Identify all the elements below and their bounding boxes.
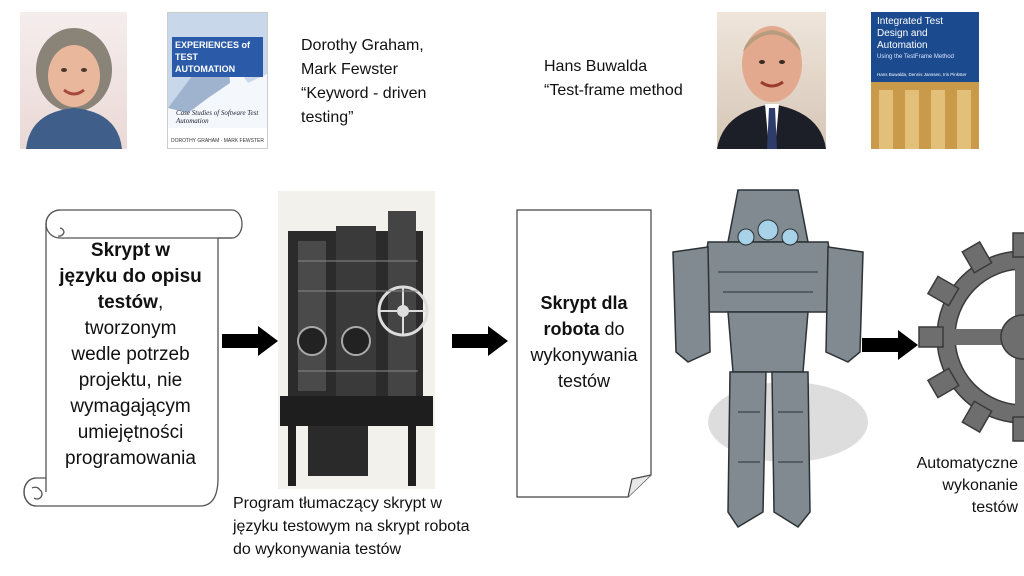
machine-caption: Program tłumaczący skrypt w języku testo… (233, 492, 533, 561)
caption-line: języku testowym na skrypt robota (233, 518, 470, 535)
reference-title-line: “Test-frame method (544, 82, 683, 99)
scroll-description: Skrypt w języku do opisu testów, tworzon… (48, 238, 213, 472)
book-authors: DOROTHY GRAHAM · MARK FEWSTER (168, 136, 267, 146)
scroll-line: wedle potrzeb (71, 344, 190, 365)
book-title: Integrated Test Design and Automation (877, 16, 943, 51)
book-subtitle: Case Studies of Software Test Automation (176, 109, 259, 125)
arrow-right-icon (222, 326, 278, 356)
gear-icon (918, 232, 1024, 442)
book-title: EXPERIENCES of TEST AUTOMATION (172, 37, 263, 77)
doc-bold-line: robota (543, 319, 600, 339)
translator-machine-image (278, 191, 435, 489)
doc-line: testów (557, 371, 611, 391)
book-authors: Hans Buwalda, Dennis Janssen, Iris Pinks… (877, 72, 967, 77)
reference-author-line: Hans Buwalda (544, 58, 648, 75)
scroll-line: wymagającym (70, 396, 191, 417)
reference-title-line: testing” (301, 109, 354, 126)
book-subtitle: Using the TestFrame Method (877, 54, 954, 60)
doc-line: do (599, 319, 625, 339)
caption-line: wykonanie (942, 477, 1018, 494)
scroll-line: programowania (65, 448, 196, 469)
caption-line: do wykonywania testów (233, 541, 402, 558)
robot-image (668, 182, 870, 532)
robot-script-document (516, 209, 652, 498)
scroll-bold-line: Skrypt w (90, 240, 171, 261)
scroll-line: projektu, nie (78, 370, 183, 391)
doc-bold-line: Skrypt dla (540, 293, 628, 313)
book-cover-experiences-of-test-automation: EXPERIENCES of TEST AUTOMATION Case Stud… (167, 12, 268, 149)
document-description: Skrypt dla robota do wykonywania testów (520, 290, 648, 394)
caption-line: Automatyczne (916, 455, 1018, 472)
caption-line: Program tłumaczący skrypt w (233, 495, 442, 512)
scroll-bold-line: języku do opisu (59, 266, 202, 287)
arrow-right-icon (862, 330, 918, 360)
scroll-line: umiejętności (77, 422, 184, 443)
reference-title-line: “Keyword - driven (301, 85, 427, 102)
caption-line: testów (971, 499, 1018, 516)
arrow-right-icon (452, 326, 508, 356)
scroll-line: tworzonym (84, 318, 177, 339)
doc-line: wykonywania (530, 345, 638, 365)
test-language-scroll (20, 206, 250, 511)
scroll-comma: , (157, 292, 164, 313)
hans-buwalda-photo (717, 12, 826, 149)
reference-author-line: Mark Fewster (301, 61, 398, 78)
scroll-bold-line: testów (97, 292, 158, 313)
dorothy-graham-photo (20, 12, 127, 149)
automatic-execution-caption: Automatyczne wykonanie testów (890, 453, 1018, 519)
reference-graham-fewster: Dorothy Graham, Mark Fewster “Keyword - … (301, 34, 501, 130)
book-cover-integrated-test-design: Integrated Test Design and Automation Us… (871, 12, 979, 149)
reference-author-line: Dorothy Graham, (301, 37, 424, 54)
reference-buwalda: Hans Buwalda “Test-frame method (544, 55, 719, 103)
